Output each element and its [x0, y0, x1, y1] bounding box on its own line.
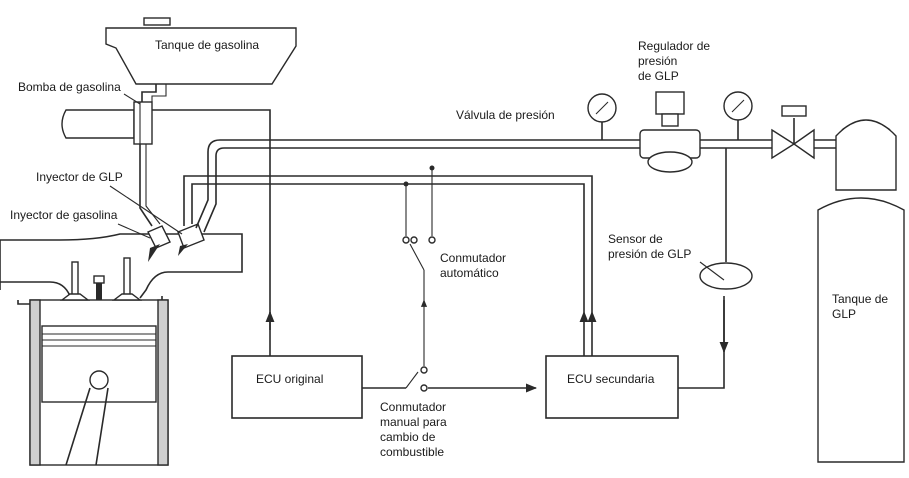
- sensor-to-secondary-line: [678, 300, 725, 389]
- gasoline-injector-label: Inyector de gasolina: [10, 208, 118, 222]
- lpg-injector: [177, 223, 205, 256]
- secondary-ecu-injector-lines: [183, 175, 597, 356]
- original-ecu: ECU original: [231, 355, 363, 419]
- automatic-switch: [402, 165, 436, 366]
- auto-switch-label-1: Conmutador: [440, 251, 506, 265]
- lpg-main-pipe: [195, 139, 836, 233]
- gasoline-feed-line: [141, 84, 167, 102]
- manual-switch-label-1: Conmutador: [380, 400, 446, 414]
- auto-switch-label-2: automático: [440, 266, 499, 280]
- manual-switch-label-3: cambio de: [380, 430, 436, 444]
- manual-switch-label-2: manual para: [380, 415, 447, 429]
- engine: [0, 233, 243, 466]
- pressure-valve: [771, 105, 815, 160]
- lpg-sensor-label-1: Sensor de: [608, 232, 663, 246]
- gasoline-pump-leader: [123, 93, 141, 105]
- lpg-tank-label-1: Tanque de: [832, 292, 888, 306]
- lpg-injector-label: Inyector de GLP: [36, 170, 123, 184]
- manual-switch: [405, 366, 428, 392]
- lpg-tank-label-2: GLP: [832, 307, 856, 321]
- gasoline-injector-leader: [117, 223, 151, 239]
- pressure-gauge-left: [587, 93, 617, 140]
- lpg-pressure-sensor: [699, 261, 753, 290]
- lpg-regulator-label-2: presión: [638, 54, 677, 68]
- lpg-regulator-label-1: Regulador de: [638, 39, 710, 53]
- gasoline-tank-label: Tanque de gasolina: [155, 38, 259, 52]
- lpg-injector-leader: [109, 185, 183, 235]
- gasoline-supply-line: [139, 144, 161, 227]
- lpg-tank: [817, 119, 905, 463]
- pump-ecu-line: [152, 109, 271, 356]
- secondary-ecu: ECU secundaria: [545, 355, 679, 419]
- original-ecu-label: ECU original: [256, 372, 323, 386]
- lpg-sensor-label-2: presión de GLP: [608, 247, 691, 261]
- secondary-ecu-label: ECU secundaria: [567, 372, 655, 386]
- gasoline-injector: [147, 225, 171, 262]
- gasoline-pump-label: Bomba de gasolina: [18, 80, 121, 94]
- manual-switch-label-4: combustible: [380, 445, 444, 459]
- gasoline-pump: [61, 101, 153, 145]
- lpg-pressure-regulator: [639, 91, 701, 173]
- lpg-regulator-label-3: de GLP: [638, 69, 679, 83]
- pressure-gauge-right: [723, 91, 753, 140]
- pressure-valve-label: Válvula de presión: [456, 108, 555, 122]
- gasoline-tank: [105, 17, 297, 85]
